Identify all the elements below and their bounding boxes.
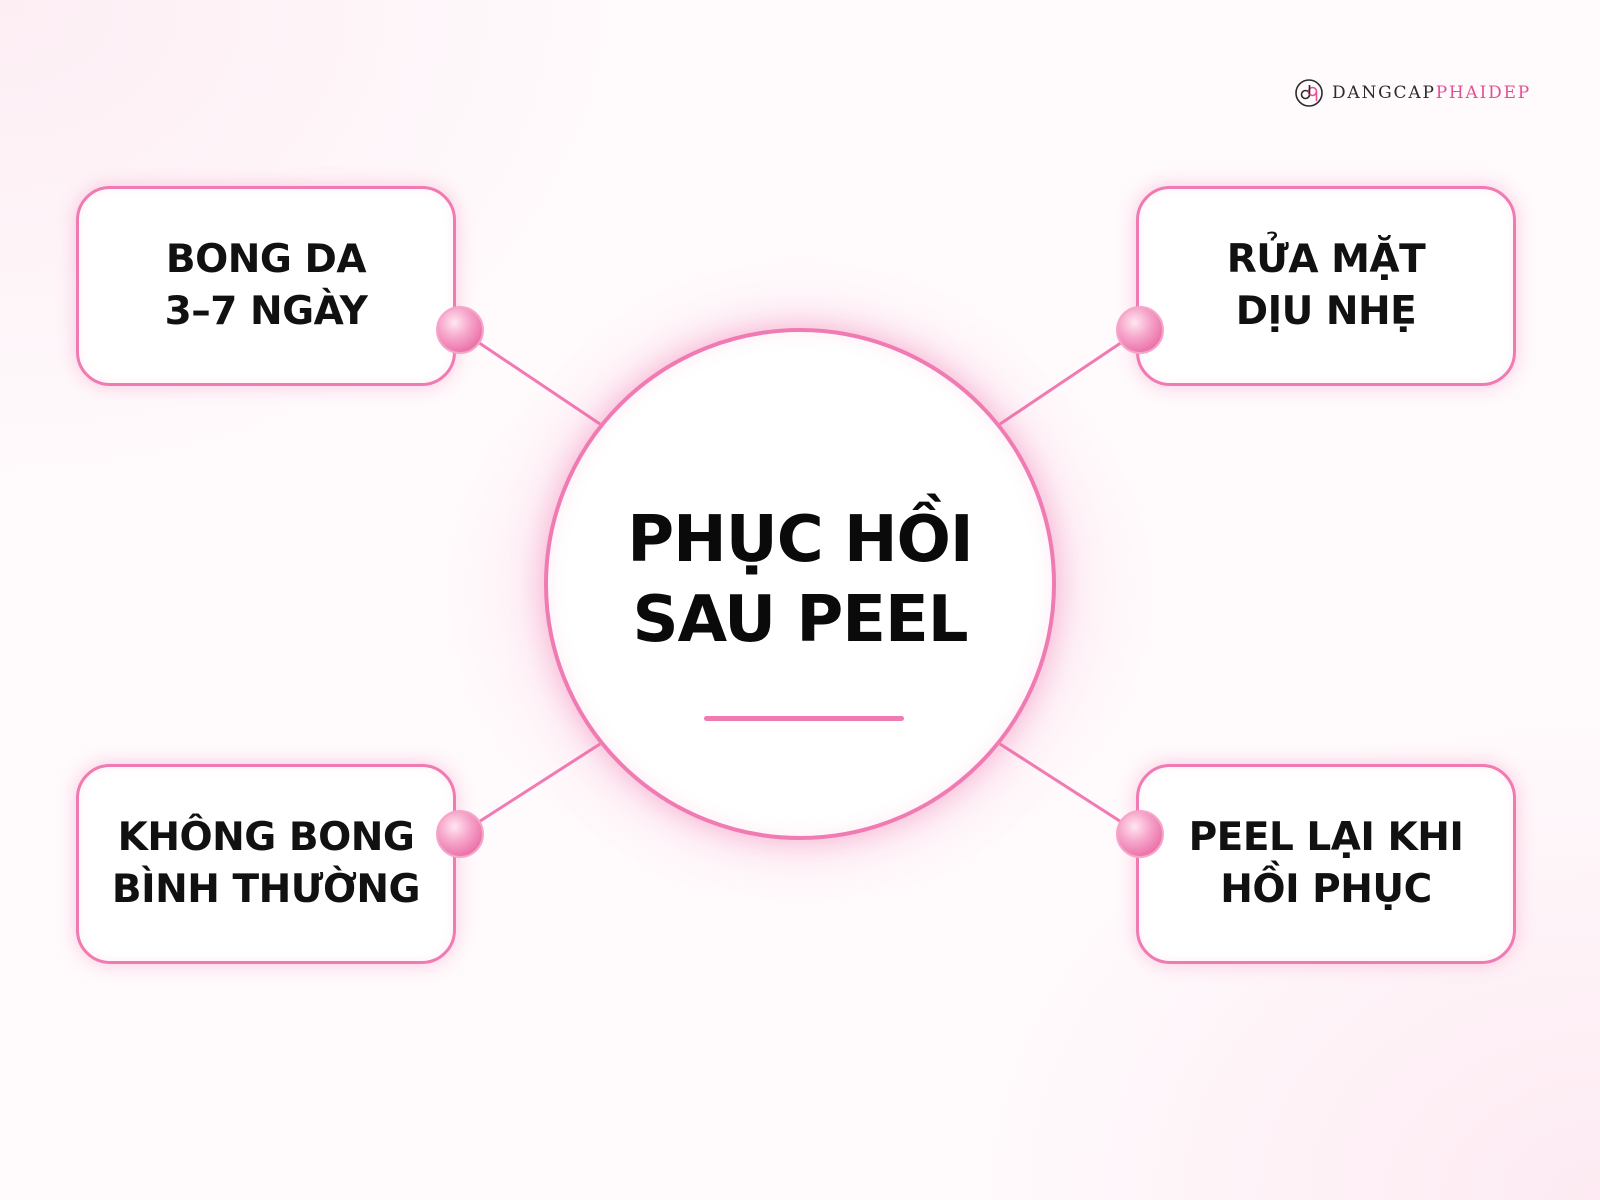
card-top-left: BONG DA 3–7 NGÀY: [76, 186, 456, 386]
center-divider: [704, 716, 904, 721]
card-bottom-right-line1: PEEL LẠI KHI: [1188, 815, 1464, 860]
connector-line-top-right: [999, 328, 1141, 426]
brand-prefix: DANGCAP: [1332, 83, 1436, 103]
brand-suffix: PHAIDEP: [1435, 83, 1532, 103]
card-bottom-left-line2: BÌNH THƯỜNG: [111, 867, 421, 912]
brand-name: DANGCAPPHAIDEP: [1332, 83, 1531, 103]
card-bottom-right-line2: HỒI PHỤC: [1220, 867, 1432, 912]
bead-bottom-right-icon: [1116, 810, 1164, 858]
brand-logo: DANGCAPPHAIDEP: [1294, 78, 1531, 108]
connector-line-bottom-left: [459, 742, 601, 836]
card-bottom-left-line1: KHÔNG BONG: [117, 815, 415, 860]
card-top-left-line2: 3–7 NGÀY: [164, 289, 368, 334]
card-top-right: RỬA MẶT DỊU NHẸ: [1136, 186, 1516, 386]
bead-top-right-icon: [1116, 306, 1164, 354]
card-top-right-line1: RỬA MẶT: [1226, 237, 1426, 282]
bead-bottom-left-icon: [436, 810, 484, 858]
connector-line-bottom-right: [999, 742, 1141, 836]
center-circle: PHỤC HỒI SAU PEEL: [544, 328, 1056, 840]
card-top-left-line1: BONG DA: [165, 237, 367, 282]
center-title-line1: PHỤC HỒI: [627, 503, 973, 577]
center-title-line2: SAU PEEL: [632, 583, 968, 657]
brand-logo-icon: [1295, 79, 1323, 107]
card-bottom-left: KHÔNG BONG BÌNH THƯỜNG: [76, 764, 456, 964]
bead-top-left-icon: [436, 306, 484, 354]
card-bottom-right: PEEL LẠI KHI HỒI PHỤC: [1136, 764, 1516, 964]
connector-line-top-left: [459, 328, 601, 426]
card-top-right-line2: DỊU NHẸ: [1235, 289, 1417, 334]
